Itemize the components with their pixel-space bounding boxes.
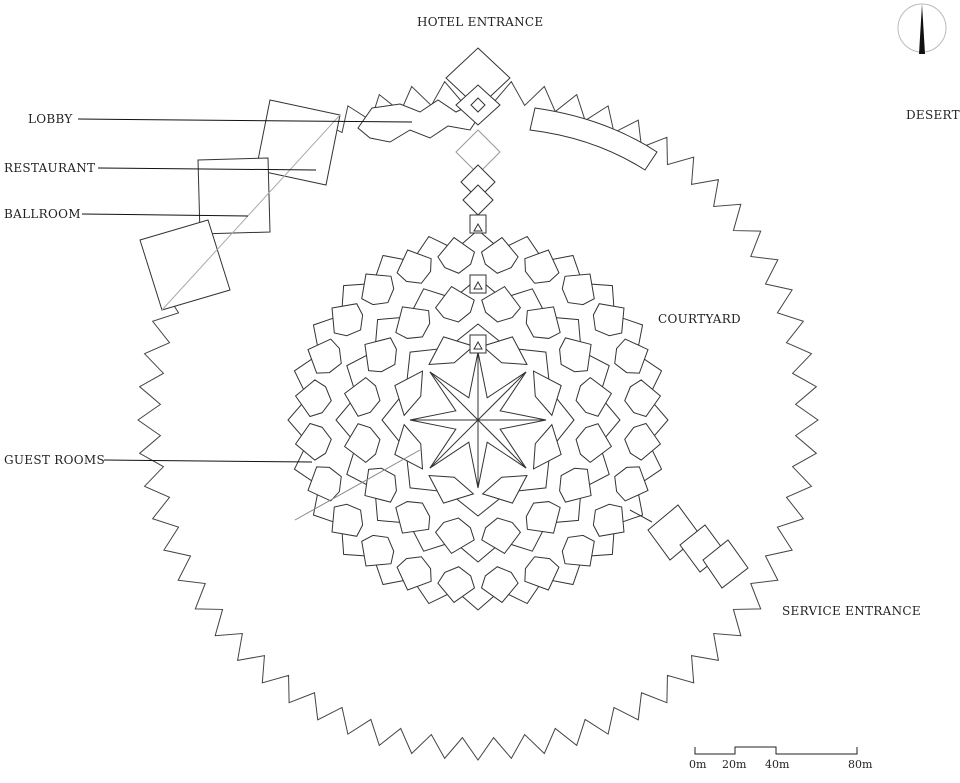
- guest-room-unit: [592, 303, 625, 337]
- label-hotel-entrance: HOTEL ENTRANCE: [417, 15, 544, 29]
- guest-room-unit: [294, 379, 332, 418]
- guest-room-unit: [481, 517, 522, 555]
- guest-room-unit: [434, 517, 475, 555]
- buildings: [139, 47, 749, 589]
- label-ballroom: BALLROOM: [4, 207, 81, 221]
- label-guest-rooms: GUEST ROOMS: [4, 453, 106, 467]
- scale-tick-40: 40m: [765, 758, 790, 771]
- star-ray: [477, 419, 527, 469]
- label-restaurant: RESTAURANT: [4, 161, 96, 175]
- guest-room-unit: [307, 338, 342, 374]
- guest-room-unit: [428, 474, 475, 504]
- north-arrow-icon: [897, 3, 947, 54]
- scale-tick-0: 0m: [689, 758, 707, 771]
- guest-room-unit: [525, 306, 561, 339]
- guest-room-unit: [395, 306, 431, 339]
- guest-room-unit: [614, 338, 649, 374]
- label-desert: DESERT: [906, 108, 960, 122]
- guest-room-unit: [524, 249, 560, 284]
- guest-room-unit: [575, 423, 613, 464]
- guest-room-unit: [481, 474, 528, 504]
- service-wing-curved: [529, 107, 658, 171]
- guest-room-unit: [361, 534, 395, 567]
- guest-room-unit: [331, 503, 364, 537]
- guest-room-unit: [396, 249, 432, 284]
- guest-room-unit: [434, 285, 475, 323]
- guest-room-unit: [361, 273, 395, 306]
- label-lobby: LOBBY: [28, 112, 73, 126]
- guest-room-unit: [331, 303, 364, 337]
- guest-room-unit: [561, 534, 595, 567]
- guest-room-unit: [437, 566, 476, 604]
- guest-room-unit: [396, 556, 432, 591]
- guest-room-unit: [559, 467, 592, 503]
- guest-room-unit: [364, 467, 397, 503]
- restaurant-room: [197, 157, 271, 235]
- guest-room-unit: [624, 422, 662, 461]
- label-service-entrance: SERVICE ENTRANCE: [782, 604, 921, 618]
- guest-room-unit: [307, 466, 342, 502]
- guest-room-unit: [614, 466, 649, 502]
- star-ray: [429, 371, 479, 421]
- guest-room-unit: [395, 501, 431, 534]
- guest-room-unit: [480, 566, 519, 604]
- guest-room-unit: [394, 423, 424, 470]
- guest-room-unit: [524, 556, 560, 591]
- guest-room-unit: [343, 423, 381, 464]
- star-ray: [477, 371, 527, 421]
- label-courtyard: COURTYARD: [658, 312, 741, 326]
- guest-room-unit: [481, 285, 522, 323]
- guest-room-unit: [592, 503, 625, 537]
- guest-room-unit: [480, 236, 519, 274]
- central-star: [409, 351, 547, 489]
- ballroom-room: [139, 219, 231, 311]
- guest-room-unit: [532, 423, 562, 470]
- guest-room-unit: [294, 422, 332, 461]
- leader-lines: [77, 118, 413, 463]
- guest-room-unit: [575, 376, 613, 417]
- guest-room-unit: [364, 337, 397, 373]
- guest-room-unit: [559, 337, 592, 373]
- star-ray: [429, 419, 479, 469]
- guest-room-unit: [561, 273, 595, 306]
- scale-bar: [694, 746, 858, 755]
- guest-room-unit: [624, 379, 662, 418]
- guest-room-unit: [525, 501, 561, 534]
- guest-room-unit: [532, 370, 562, 417]
- guest-room-unit: [343, 376, 381, 417]
- scale-tick-20: 20m: [722, 758, 747, 771]
- scale-tick-80: 80m: [848, 758, 873, 771]
- guest-room-unit: [437, 236, 476, 274]
- guest-room-unit: [394, 370, 424, 417]
